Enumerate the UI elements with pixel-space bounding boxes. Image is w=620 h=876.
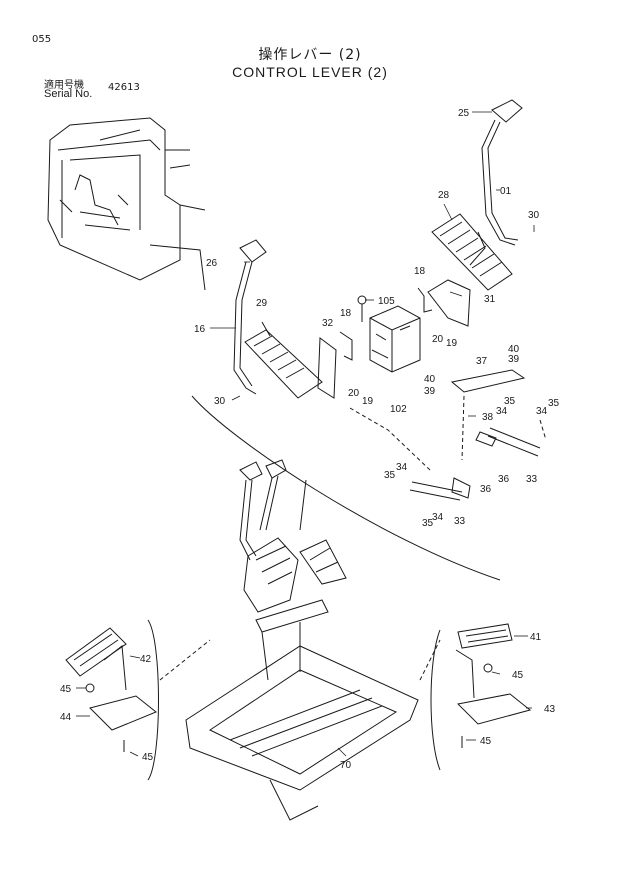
- callout-40b: 40: [424, 374, 436, 385]
- callout-34: 34: [496, 406, 508, 417]
- right-side-pedal: [455, 623, 532, 748]
- pilot-valve: [357, 295, 421, 373]
- callout-labels: 25 01 30 28 18 31 26 105 29 32 18 16 20 …: [60, 108, 560, 771]
- callout-34b: 34: [536, 406, 548, 417]
- callout-45c: 45: [142, 752, 154, 763]
- middle-bracket: [317, 331, 353, 399]
- callout-16: 16: [194, 324, 206, 335]
- callout-41: 41: [530, 632, 542, 643]
- serial-value: 42613: [108, 82, 140, 93]
- callout-18: 18: [414, 266, 426, 277]
- floor-plate: [185, 645, 419, 821]
- leader-left: [159, 639, 211, 681]
- callout-20: 20: [432, 334, 444, 345]
- right-lever: [481, 99, 523, 246]
- callout-38: 38: [482, 412, 494, 423]
- callout-34d: 34: [432, 512, 444, 523]
- page-title-jp: 操作レバー (2): [258, 47, 362, 63]
- right-pedal: [431, 213, 513, 291]
- callout-19b: 19: [362, 396, 374, 407]
- serial-label-en: Serial No.: [44, 88, 93, 100]
- callout-31: 31: [484, 294, 496, 305]
- separator-tick: [299, 479, 307, 531]
- left-lever: [233, 239, 267, 395]
- callout-35c: 35: [384, 470, 396, 481]
- callout-30: 30: [528, 210, 540, 221]
- left-side-pedal: [65, 627, 157, 752]
- callout-35: 35: [504, 396, 516, 407]
- callout-45b: 45: [60, 684, 72, 695]
- callout-45d: 45: [480, 736, 492, 747]
- callout-19: 19: [446, 338, 458, 349]
- callout-45: 45: [512, 670, 524, 681]
- left-bracket-line: [147, 619, 159, 781]
- upper-bracket: [417, 279, 471, 327]
- callout-37: 37: [476, 356, 488, 367]
- callout-20b: 20: [348, 388, 360, 399]
- callout-33: 33: [526, 474, 538, 485]
- callout-32: 32: [322, 318, 334, 329]
- page-title-en: CONTROL LEVER (2): [232, 64, 388, 80]
- left-pedal: [244, 321, 323, 399]
- right-bracket-line: [430, 629, 441, 771]
- callout-42: 42: [140, 654, 152, 665]
- callout-26: 26: [206, 258, 218, 269]
- callout-34c: 34: [396, 462, 408, 473]
- callout-36b: 36: [480, 484, 492, 495]
- callout-36: 36: [498, 474, 510, 485]
- callout-105: 105: [378, 296, 395, 307]
- callout-43: 43: [544, 704, 556, 715]
- callout-39: 39: [508, 354, 520, 365]
- callout-25: 25: [458, 108, 470, 119]
- callout-leaders: [76, 111, 535, 757]
- console-assembly: [239, 459, 347, 681]
- callout-18b: 18: [340, 308, 352, 319]
- callout-39b: 39: [424, 386, 436, 397]
- page-number: 055: [32, 34, 52, 45]
- callout-28: 28: [438, 190, 450, 201]
- callout-30b: 30: [214, 396, 226, 407]
- callout-40: 40: [508, 344, 520, 355]
- serial-label-jp: 適用号機: [44, 80, 84, 91]
- callout-01: 01: [500, 186, 512, 197]
- callout-44: 44: [60, 712, 72, 723]
- callout-102: 102: [390, 404, 407, 415]
- callout-35b: 35: [548, 398, 560, 409]
- cab-thumbnail: [47, 117, 206, 291]
- leader-lines: [349, 395, 547, 471]
- callout-35d: 35: [422, 518, 434, 529]
- leader-right: [419, 639, 441, 681]
- damper-assembly: [409, 369, 541, 501]
- callout-70: 70: [340, 760, 352, 771]
- separator-curve: [191, 395, 501, 581]
- callout-29: 29: [256, 298, 268, 309]
- callout-33b: 33: [454, 516, 466, 527]
